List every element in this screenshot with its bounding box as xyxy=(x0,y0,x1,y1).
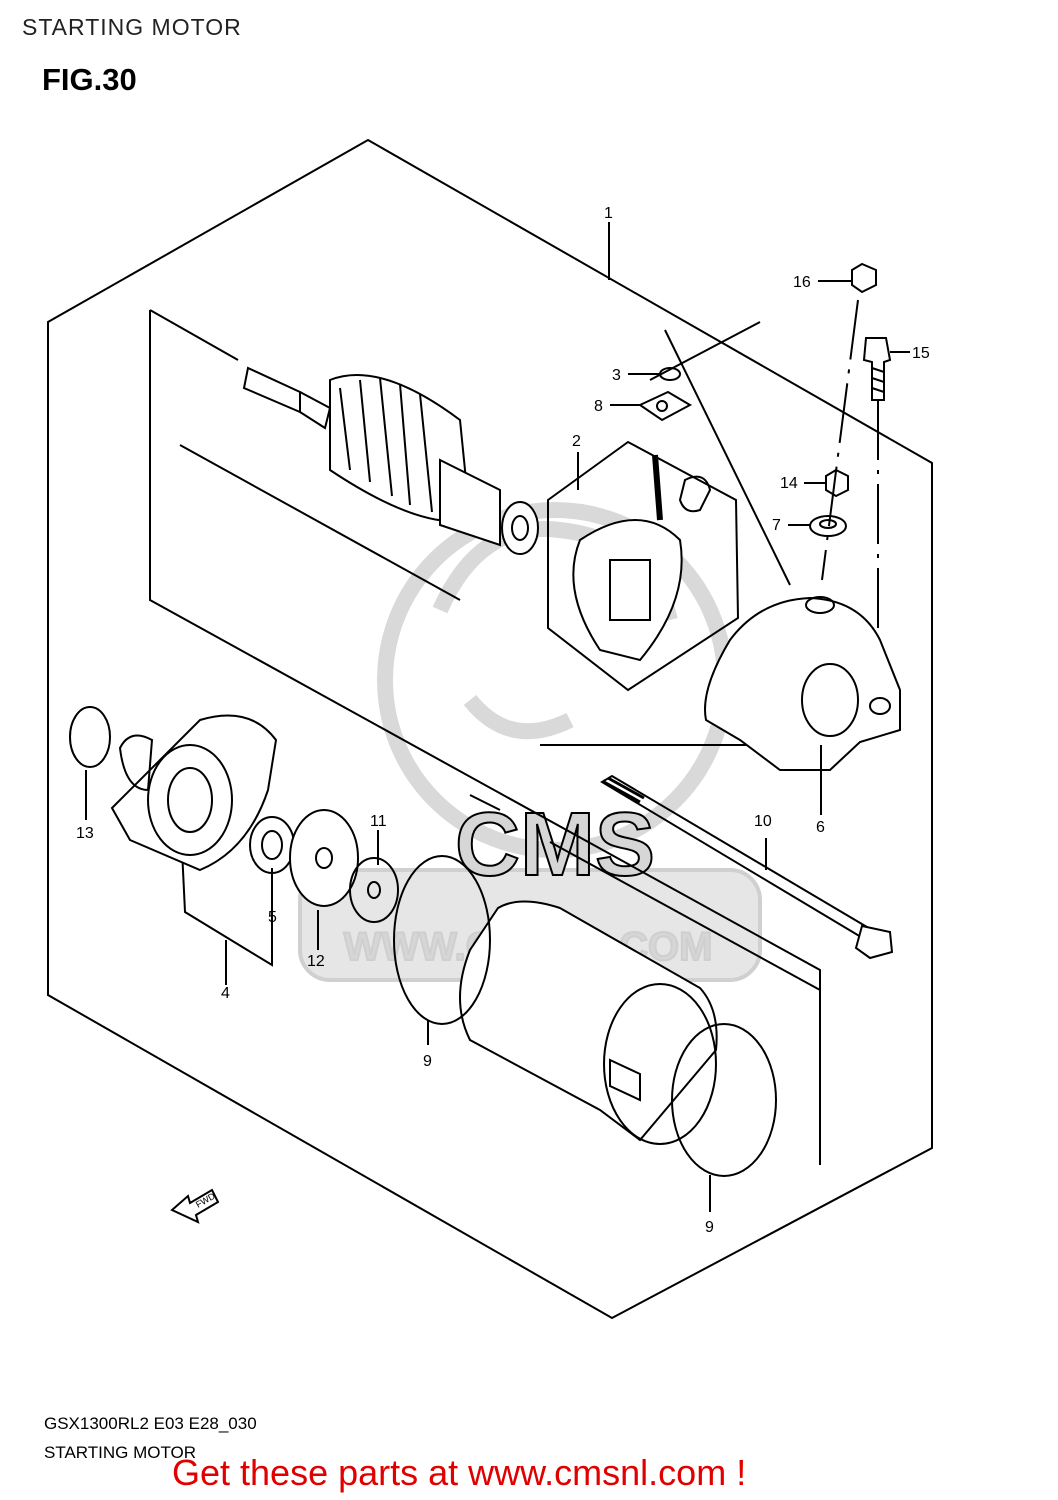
cta-link[interactable]: Get these parts at www.cmsnl.com ! xyxy=(172,1452,747,1493)
callout-7: 7 xyxy=(772,517,781,534)
callout-4: 4 xyxy=(221,985,230,1002)
footer-title: STARTING MOTOR xyxy=(44,1443,197,1462)
callout-5: 5 xyxy=(268,909,277,926)
armature-guide xyxy=(149,310,821,1165)
o-ring-9a xyxy=(393,855,491,1025)
nut-14 xyxy=(825,468,849,498)
washer-11 xyxy=(349,857,399,923)
yoke xyxy=(459,900,718,1145)
callout-3: 3 xyxy=(612,367,621,384)
o-ring-9b xyxy=(671,1023,777,1177)
end-cover xyxy=(704,596,901,771)
callout-1: 1 xyxy=(604,205,613,222)
brush-holder xyxy=(547,440,740,692)
leader-lines xyxy=(85,222,910,1212)
fwd-arrow-icon: FWD xyxy=(170,1188,220,1224)
page-header-title: STARTING MOTOR xyxy=(22,14,242,40)
footer-part-code: GSX1300RL2 E03 E28_030 xyxy=(44,1414,257,1433)
callout-10: 10 xyxy=(754,813,772,830)
plate-8 xyxy=(637,390,693,422)
callout-12: 12 xyxy=(307,953,325,970)
front-bracket xyxy=(110,714,278,872)
guide-3 xyxy=(664,329,791,586)
callout-9b: 9 xyxy=(705,1219,714,1236)
callout-15: 15 xyxy=(912,345,930,362)
oil-seal-5 xyxy=(249,816,295,874)
callout-6: 6 xyxy=(816,819,825,836)
callout-14: 14 xyxy=(780,475,798,492)
outer-frame xyxy=(47,138,933,1320)
callouts: 1 2 3 4 5 6 7 8 9 9 10 11 12 13 14 15 16 xyxy=(76,205,930,1236)
callout-9a: 9 xyxy=(423,1053,432,1070)
callout-16: 16 xyxy=(793,274,811,291)
o-ring-13 xyxy=(69,706,111,768)
callout-11: 11 xyxy=(370,813,387,830)
figure-number: FIG.30 xyxy=(42,62,137,97)
armature xyxy=(242,366,539,555)
nut-16 xyxy=(851,262,877,294)
bolt-15 xyxy=(862,337,892,401)
callout-2: 2 xyxy=(572,433,581,450)
washer-12 xyxy=(289,809,359,907)
callout-13: 13 xyxy=(76,825,94,842)
callout-8: 8 xyxy=(594,398,603,415)
